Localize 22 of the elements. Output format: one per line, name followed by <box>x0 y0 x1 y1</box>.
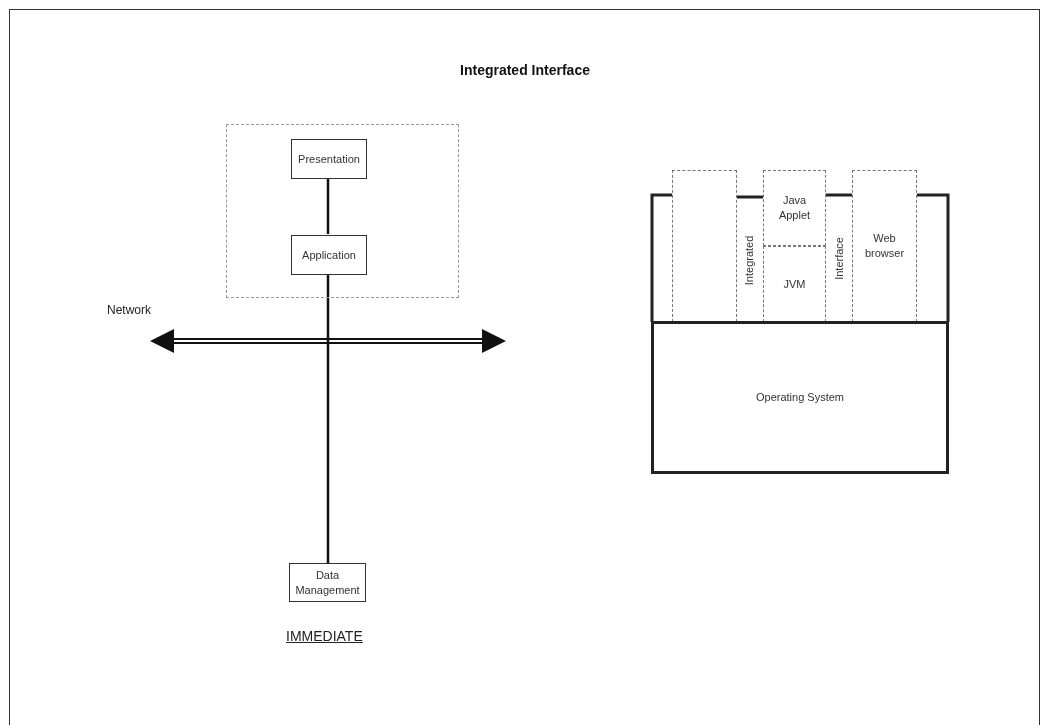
box-label: Web browser <box>863 231 906 261</box>
box-label: Java Applet <box>777 193 812 223</box>
box-label: Data Management <box>294 567 361 598</box>
dashed-region-box <box>672 170 737 322</box>
component-box <box>291 235 367 275</box>
component-box <box>291 139 367 179</box>
box-label: JVM <box>782 276 807 292</box>
vertical-label: Integrated <box>742 235 757 285</box>
connector-line <box>326 178 330 234</box>
box-label: Presentation <box>297 151 361 167</box>
component-box <box>852 170 917 322</box>
network-label: Network <box>107 303 151 317</box>
vertical-label: Interface <box>831 237 846 280</box>
operating-system-box <box>651 321 949 474</box>
dashed-region-box <box>226 124 459 298</box>
tier-caption: IMMEDIATE <box>286 628 363 644</box>
box-label: Application <box>301 247 357 263</box>
box-label: Operating System <box>754 390 845 405</box>
diagram-title: Integrated Interface <box>459 62 591 78</box>
component-box <box>763 170 826 246</box>
connector-line <box>326 274 330 563</box>
component-box <box>763 246 826 322</box>
